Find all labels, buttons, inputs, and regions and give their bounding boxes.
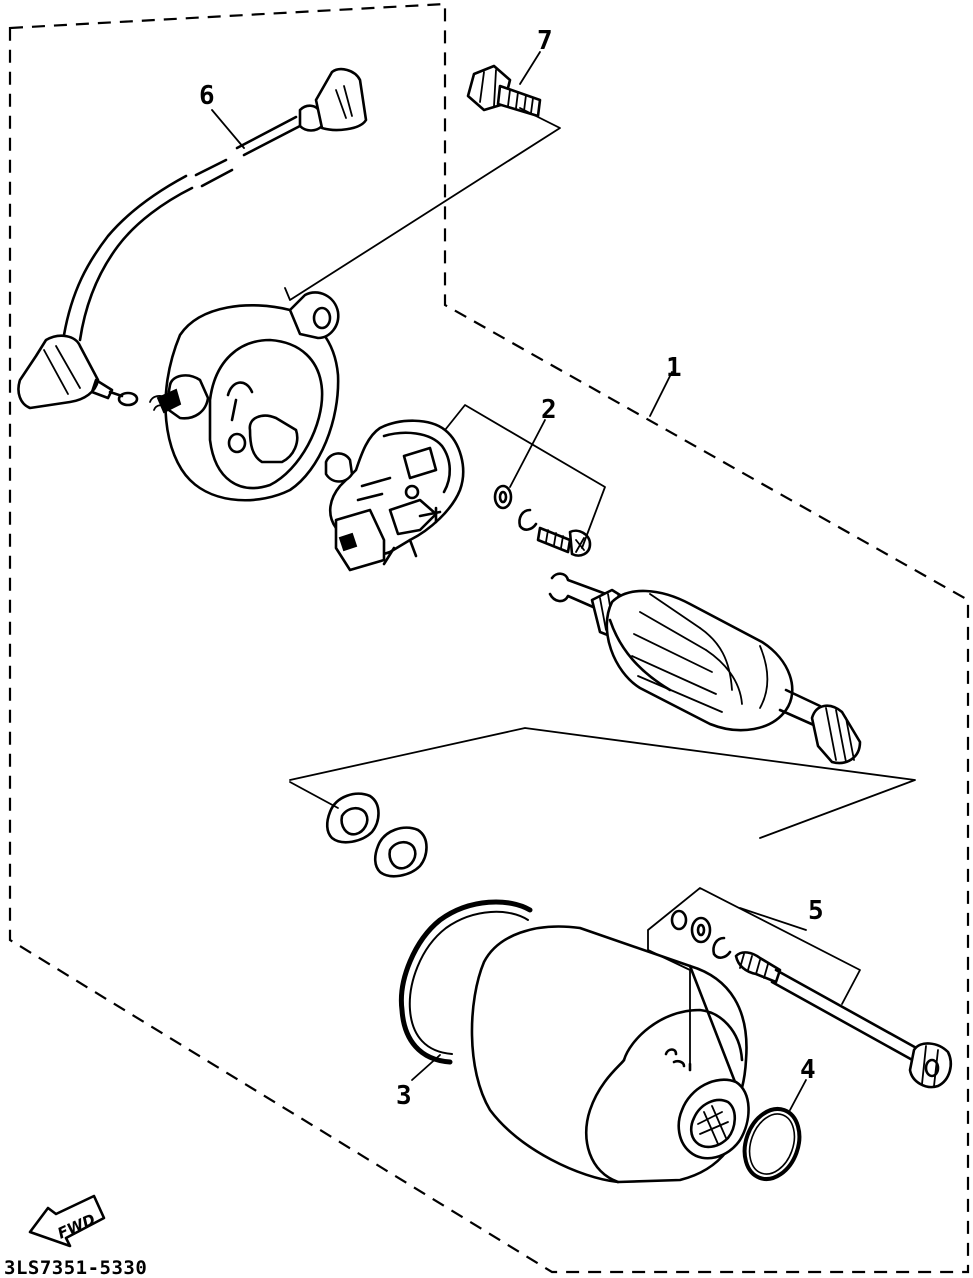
rear-end-cover: [149, 291, 340, 502]
callout-6: 6: [199, 81, 215, 111]
brush-holder: [324, 419, 465, 572]
armature-bracket: [289, 727, 916, 839]
callout-1-leader: [649, 371, 673, 417]
brush-holder-screw-set: [493, 484, 592, 557]
yoke-washers: [325, 792, 428, 878]
callout-4: 4: [800, 1055, 816, 1085]
callout-1: 1: [666, 353, 682, 383]
through-bolt-bracket: [647, 887, 861, 1071]
drawing-code: 3LS7351-5330: [4, 1257, 147, 1278]
callout-6-leader: [211, 109, 245, 149]
callout-7-leader: [519, 51, 541, 85]
callout-4-leader: [789, 1079, 807, 1111]
fwd-arrow-icon: [28, 1194, 106, 1248]
fwd-badge: FWD: [28, 1194, 106, 1248]
o-ring-3: [398, 899, 533, 1065]
callout-3: 3: [396, 1081, 412, 1111]
o-ring-4: [742, 1107, 802, 1181]
bolt-leader: [284, 107, 561, 301]
washer-leader: [289, 781, 339, 809]
callout-5-leader: [739, 907, 807, 931]
starter-yoke: [470, 925, 750, 1184]
bolt-7: [466, 64, 542, 118]
armature: [548, 572, 862, 765]
screw-set-bracket: [444, 404, 606, 549]
assembly-boundary: [8, 2, 970, 1274]
callout-2: 2: [541, 395, 557, 425]
through-bolt-set: [670, 909, 952, 1089]
callout-2-leader: [509, 419, 546, 488]
callout-7: 7: [537, 26, 553, 56]
lead-wire: [17, 67, 368, 410]
callout-5: 5: [808, 896, 824, 926]
callout-3-leader: [411, 1054, 441, 1081]
